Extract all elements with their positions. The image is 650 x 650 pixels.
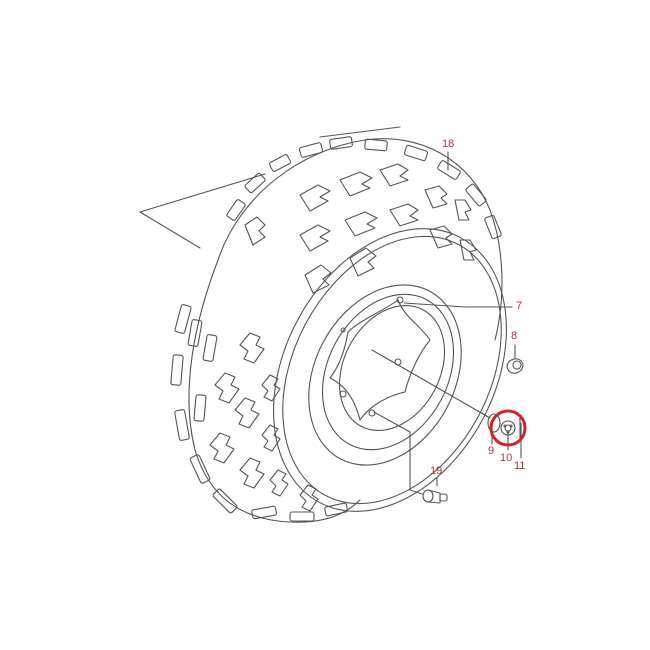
wheel-rim xyxy=(308,284,462,466)
leader-9a xyxy=(371,349,491,419)
callout-10: 10 xyxy=(500,452,513,464)
vehicle-direction-lines xyxy=(139,126,401,249)
highlight-circle xyxy=(489,409,527,447)
valve-stem-part xyxy=(422,489,448,504)
tire xyxy=(170,136,507,523)
leader-lines xyxy=(371,151,522,495)
callout-9: 9 xyxy=(488,445,495,457)
callout-18: 18 xyxy=(442,138,455,150)
hub-cap-nut-part xyxy=(500,420,516,436)
callout-8: 8 xyxy=(511,330,518,342)
tread-blocks xyxy=(170,136,502,522)
leader-19 xyxy=(373,411,423,495)
callout-19: 19 xyxy=(430,465,443,477)
o-ring-part xyxy=(487,413,501,433)
callout-7: 7 xyxy=(516,300,523,312)
callout-11: 11 xyxy=(514,460,526,472)
wheel-nut-part xyxy=(506,358,524,374)
